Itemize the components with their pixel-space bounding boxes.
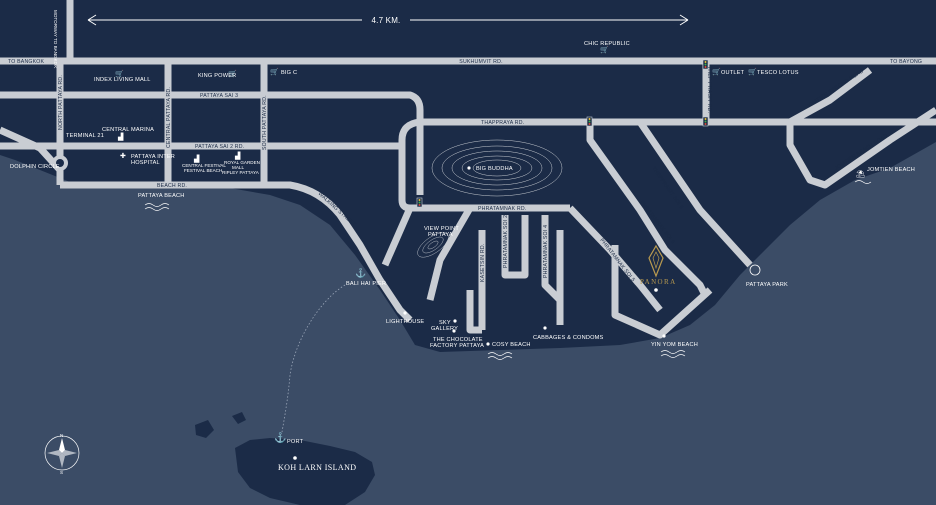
label-jomtien-beach: JOMTIEN BEACH [867,167,915,173]
umbrella-icon: ⛱ [856,169,865,178]
wave-icon [854,180,872,184]
label-index-living-mall: INDEX LIVING MALL [94,77,151,83]
label-pattaya-beach: PATTAYA BEACH [138,193,185,199]
road-label-pattaya-sai-3: PATTAYA SAI 3 [200,93,238,99]
road-network [0,0,936,339]
sky-gallery-dot [453,319,457,323]
ferry-route [281,284,346,433]
road-label-phratamnak-soi-4: PHRATAMNAK SOI 4 [543,225,549,278]
panora-logo-text: PANORA [640,278,677,286]
big-buddha-hill [431,139,563,197]
road-label-to-bayong: TO BAYONG [890,59,922,65]
road-label-kasetsin: KASETSIN RD. [480,244,486,282]
road-label-south-pattaya: SOUTH PATTAYA RD. [262,95,268,150]
chocolate-factory-dot [452,329,456,333]
label-royal-garden-1: ROYAL GARDEN [224,160,260,165]
label-sky-1: SKY [439,320,451,326]
road-label-north-pattaya: NORTH PATTAYA RD. [58,75,64,130]
anchor-icon: ⚓ [355,267,366,278]
cart-icon: 🛒 [712,67,721,76]
cosy-beach-dot [486,342,490,346]
label-cosy-beach: COSY BEACH [492,342,531,348]
label-hospital-1: PATTAYA INTER [131,154,175,160]
label-big-c: BIG C [281,70,297,76]
road-label-thappraya: THAPPRAYA RD. [481,120,524,126]
road-label-central-pattaya: CENTRAL PATTAYA RD. [166,87,172,148]
road-label-sukhumvit: SUKHUMVIT RD. [459,59,502,65]
wave-icon [144,203,170,211]
label-bali-hai-pier: BALI HAI PIER [346,281,386,287]
label-tesco-lotus: TESCO LOTUS [757,70,799,76]
label-big-buddha: BIG BUDDHA [476,166,513,172]
small-island [195,420,214,438]
cart-icon: 🛒 [270,67,279,76]
label-port: PORT [287,439,304,445]
label-lighthouse: LIGHTHOUSE [386,319,424,325]
lighthouse-dot [403,311,407,315]
cart-icon: 🛒 [115,69,124,78]
koh-larn-dot [293,456,297,460]
label-dolphin-circle: DOLPHIN CIRCLE [10,164,60,170]
small-island-2 [232,412,246,424]
cabbages-dot [543,326,547,330]
big-buddha-dot [467,166,471,170]
compass-rose: N S [44,433,80,475]
distance-scale: 4.7 KM. [87,13,689,27]
hospital-icon: ✚ [120,152,126,160]
label-koh-larn: KOH LARN ISLAND [278,463,356,472]
label-central-festival-1: CENTRAL FESTIVAL [182,163,226,168]
road-label-pattaya-sai-2: PATTAYA SAI 2 RD. [195,144,244,150]
label-central-festival-2: FESTIVAL BEACH [184,168,222,173]
mall-icon: ▟ [234,151,241,160]
koh-larn-island [235,438,375,505]
label-view-point-1: VIEW POINT [424,226,459,232]
panora-marker: PANORA [640,244,677,292]
label-pattaya-park: PATTAYA PARK [746,282,788,288]
label-outlet: OUTLET [721,70,745,76]
panora-dot [654,288,658,292]
label-central-marina: CENTRAL MARINA [102,127,154,133]
mall-icon: ▟ [193,154,200,163]
office-icon: ▟ [117,132,124,141]
ferris-wheel-icon [749,264,761,276]
road-label-phratamnak-soi-2: PHRATAMNAK SOI 2 [503,215,509,268]
distance-label: 4.7 KM. [372,16,401,25]
label-sky-2: GALLERY [431,326,458,332]
label-view-point-2: PATTAYA [428,232,453,238]
road-label-motorway: MOTORWAY TO BANGKOK [53,10,58,69]
label-royal-garden-2: MALL [232,165,244,170]
road-label-beach-rd: BEACH RD. [157,183,187,189]
label-king-power: KING POWER [198,73,236,79]
traffic-lights [416,59,709,208]
label-chic-republic: CHIC REPUBLIC [584,41,630,47]
label-terminal-21: TERMINAL 21 [66,133,104,139]
label-chocolate-1: THE CHOCOLATE [433,337,483,343]
anchor-icon: ⚓ [274,431,287,444]
compass-s: S [60,470,63,475]
compass-n: N [60,433,63,438]
view-point-hill [417,232,449,258]
cart-icon: 🛒 [748,67,757,76]
yin-yom-dot [662,334,666,338]
cart-icon: 🛒 [600,45,609,54]
wave-icon [487,352,513,360]
shop-icons: 🛒 🛒 🛒 🛒 🛒 🛒 [115,45,757,78]
road-label-thep-prasit: THEP PRASIT RD. [706,66,712,113]
label-chocolate-2: FACTORY PATTAYA [430,343,484,349]
land-area [0,0,936,352]
label-hospital-2: HOSPITAL [131,160,160,166]
road-label-phratamnak: PHRATAMNAK RD. [478,206,526,212]
label-yin-yom-beach: YIN YOM BEACH [651,342,698,348]
label-royal-garden-3: RIPLEY PATTAYA [222,170,260,175]
dolphin-circle-inner [56,159,64,167]
wave-icon [660,350,686,358]
label-cabbages: CABBAGES & CONDOMS [533,335,603,341]
road-label-to-bangkok: TO BANGKOK [8,59,45,65]
cart-icon: 🛒 [228,69,237,78]
